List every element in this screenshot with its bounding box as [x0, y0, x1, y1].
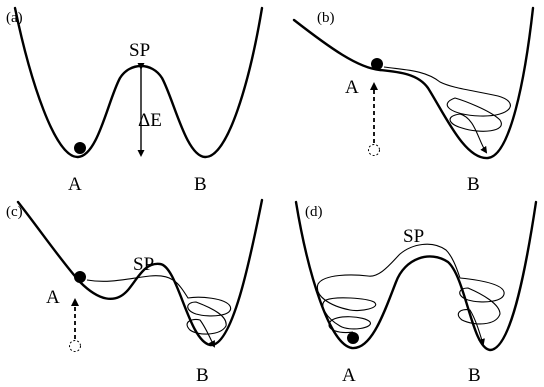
panel-d-trajectory: [316, 243, 505, 346]
panel-c-saddle-label: SP: [133, 254, 154, 275]
panel-a-label: (a): [6, 10, 23, 26]
panel-c-energy-curve: [16, 198, 264, 347]
panel-b-label: (b): [317, 10, 335, 26]
panel-d-saddle-label: SP: [403, 226, 424, 247]
panel-a-barrier-label: ΔE: [138, 110, 162, 131]
panel-b: (b) A B: [292, 6, 535, 195]
panel-c-trajectory: [86, 275, 232, 348]
panel-b-origin-marker: [368, 144, 380, 156]
panel-d-min-b-label: B: [468, 365, 481, 386]
panel-b-energy-curve: [292, 6, 535, 160]
panel-b-particle: [371, 58, 383, 70]
panel-d-min-a-label: A: [342, 365, 356, 386]
panel-d-label: (d): [305, 204, 323, 220]
panel-a-saddle-label: SP: [129, 40, 150, 61]
panel-d: (d) SP A B: [294, 200, 538, 386]
panel-c: (c) SP A B: [6, 198, 264, 386]
panel-c-origin-marker: [69, 340, 81, 352]
panel-a-min-a-label: A: [68, 174, 82, 195]
panel-b-min-a-label: A: [345, 77, 359, 98]
panel-c-min-a-label: A: [46, 287, 60, 308]
panel-b-trajectory: [383, 66, 511, 154]
panel-c-particle: [74, 271, 86, 283]
panel-b-min-b-label: B: [467, 174, 480, 195]
panel-d-particle: [347, 332, 359, 344]
panel-c-min-b-label: B: [196, 365, 209, 386]
panel-a-min-b-label: B: [194, 174, 207, 195]
panel-a-particle: [74, 142, 86, 154]
panel-c-label: (c): [6, 204, 23, 220]
panel-a: (a) SP ΔE A B: [6, 6, 264, 195]
panel-a-energy-curve: [13, 6, 264, 159]
panel-d-energy-curve: [294, 200, 538, 352]
